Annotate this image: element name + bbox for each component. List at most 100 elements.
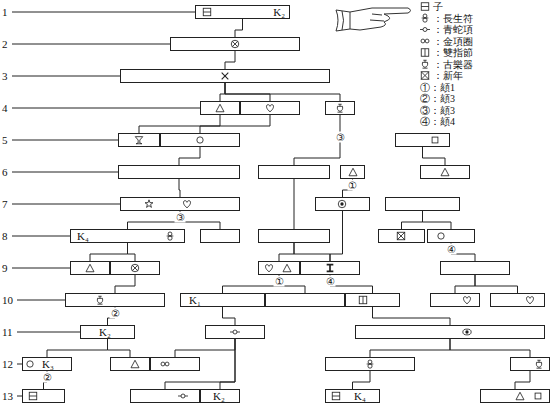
- member-box: [385, 197, 460, 211]
- member-box: [325, 357, 415, 371]
- legend-entry: ：長生符: [433, 13, 473, 24]
- generation-number: 9: [2, 261, 8, 275]
- member-box: [205, 325, 265, 339]
- legend-entry: ：新年: [433, 70, 463, 81]
- callout-number: ①: [274, 275, 285, 286]
- lineage-line: [223, 307, 236, 325]
- member-box: [170, 37, 300, 51]
- legend-symbols: [420, 3, 430, 80]
- generation-number: 8: [2, 229, 8, 243]
- row-line: [12, 12, 195, 13]
- symbol-icon: [337, 104, 342, 112]
- legend-text: ①：頦1: [420, 82, 455, 93]
- symbol-icon: [27, 361, 33, 367]
- member-box: [118, 165, 240, 179]
- member-box: [420, 165, 470, 179]
- lineage-line: [423, 211, 452, 229]
- hand-outline: [350, 8, 411, 30]
- symbol-icon: [97, 296, 102, 304]
- lineage-line: [179, 179, 180, 197]
- symbol-icon: [327, 265, 334, 272]
- member-box: [200, 229, 240, 243]
- member-box: K₂: [200, 389, 240, 403]
- callout-number: ③: [335, 131, 346, 142]
- member-box: [118, 133, 160, 147]
- symbol-icon: [432, 137, 438, 143]
- callout-number: ②: [42, 371, 53, 382]
- lineage-line: [353, 371, 371, 389]
- member-box: [378, 229, 425, 243]
- lineage-line: [180, 211, 220, 229]
- symbol-icon: [265, 265, 272, 272]
- symbol-icon: [167, 232, 174, 240]
- row-line: [12, 172, 118, 173]
- generation-number: 1: [2, 5, 8, 19]
- lineage-line: [330, 211, 343, 261]
- lineage-line: [455, 275, 475, 293]
- legend-entry: ：古樂器: [433, 59, 473, 70]
- generation-number: 11: [2, 325, 13, 339]
- symbol-icon: [536, 360, 541, 368]
- member-box: [258, 261, 300, 275]
- lineage-line: [223, 275, 280, 293]
- member-box: [110, 261, 160, 275]
- legend-symbol: [422, 60, 427, 68]
- callout-number: ②: [110, 307, 121, 318]
- lineage-line: [220, 83, 225, 101]
- row-line: [12, 76, 120, 77]
- legend-entry: ①：頦1: [420, 82, 455, 93]
- member-box: [265, 293, 345, 307]
- legend-entry: ④：頦4: [420, 116, 455, 127]
- member-box: [240, 101, 300, 115]
- legend-entry: ②：頦3: [420, 93, 455, 104]
- symbol-icon: [266, 105, 273, 112]
- row-line: [17, 332, 80, 333]
- member-box: K₄: [70, 229, 185, 243]
- legend-symbol: [421, 39, 429, 43]
- symbol-icon: [367, 360, 374, 368]
- legend-text: ：新年: [433, 70, 463, 81]
- legend-symbol: [422, 14, 429, 22]
- member-box: K₂: [80, 325, 135, 339]
- symbol-icon: [131, 264, 139, 272]
- symbol-icon: [135, 137, 143, 144]
- member-box: [300, 261, 360, 275]
- hand-finger: [370, 14, 384, 21]
- symbol-icon: [222, 73, 229, 80]
- member-box: K₂: [195, 5, 290, 19]
- legend-text: ：金項圈: [433, 36, 473, 47]
- member-box: [325, 101, 355, 115]
- lineage-line: [515, 371, 530, 389]
- lineage-line: [402, 211, 423, 229]
- symbol-icon: [516, 392, 524, 400]
- symbol-icon: [183, 201, 190, 208]
- generation-number: 6: [2, 165, 8, 179]
- lineage-line: [90, 243, 128, 261]
- generation-number: 7: [2, 197, 8, 211]
- lineage-line: [225, 83, 340, 101]
- row-line: [12, 140, 118, 141]
- lineage-line: [450, 339, 530, 357]
- member-box: [200, 101, 240, 115]
- member-box: [65, 293, 165, 307]
- symbol-icon: [161, 362, 169, 366]
- symbol-icon: [216, 104, 224, 112]
- generation-number: 5: [2, 133, 8, 147]
- row-line: [12, 108, 200, 109]
- member-box: [490, 293, 545, 307]
- member-box: [150, 357, 200, 371]
- lineage-line: [139, 115, 220, 133]
- lineage-line: [235, 19, 243, 37]
- symbol-icon: [145, 200, 153, 208]
- lineage-line: [225, 51, 235, 69]
- member-box: [345, 293, 400, 307]
- symbol-icon: [438, 233, 444, 239]
- lineage-line: [330, 275, 373, 293]
- row-line: [17, 300, 65, 301]
- member-box: [480, 389, 550, 403]
- member-box: [120, 197, 240, 211]
- member-box: K₄: [325, 389, 380, 403]
- lineage-line: [128, 243, 136, 261]
- lineage-line: [108, 339, 131, 357]
- legend-text: ：古樂器: [433, 59, 473, 70]
